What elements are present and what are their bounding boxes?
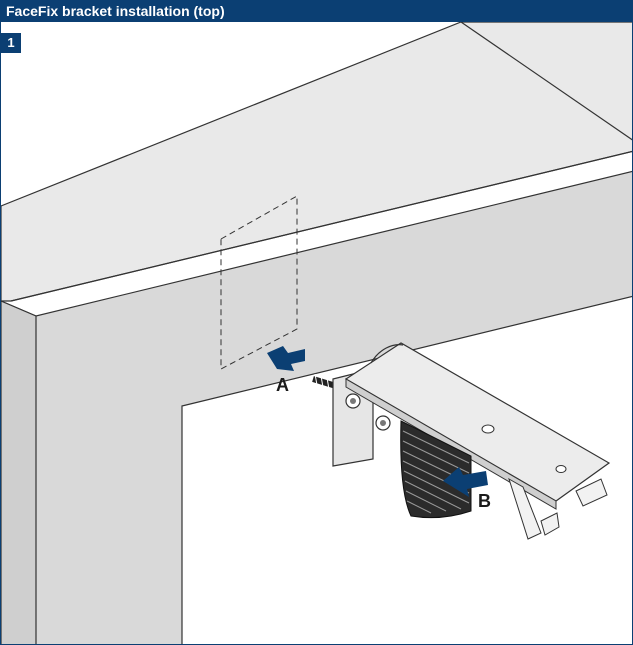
callout-a: A: [276, 375, 289, 395]
bracket-clip-right: [508, 477, 608, 540]
callout-b: B: [478, 491, 491, 511]
cabinet-top-back-edge: [460, 21, 632, 141]
panel-title: FaceFix bracket installation (top): [1, 1, 632, 22]
cabinet-left-edge: [1, 300, 37, 644]
cabinet-front-top-edge: [10, 150, 632, 302]
bracket-arm-front-edge: [345, 378, 557, 510]
bracket-placement-outline: [220, 195, 298, 370]
arrow-b: [443, 467, 488, 497]
bracket-gripper-pad: [400, 420, 472, 519]
step-number-badge: 1: [1, 33, 21, 53]
arrow-a: [267, 346, 305, 371]
